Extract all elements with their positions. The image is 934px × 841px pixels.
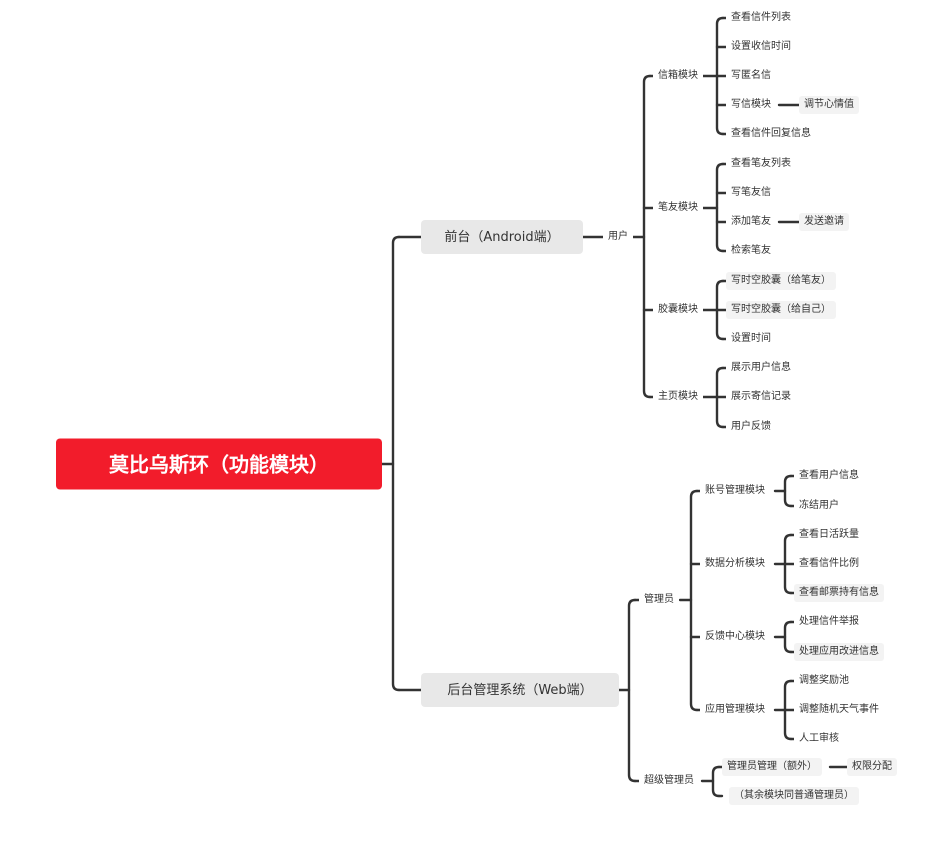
home-item-feedback[interactable]: 用户反馈: [726, 418, 776, 436]
user-connector-trunk: [642, 74, 652, 399]
super-item-others[interactable]: （其余模块同普通管理员）: [729, 787, 859, 805]
feedback-item-improvements[interactable]: 处理应用改进信息: [794, 643, 884, 661]
analytics-module[interactable]: 数据分析模块: [700, 555, 770, 573]
analytics-item-dau[interactable]: 查看日活跃量: [794, 526, 864, 544]
penpal-item-list[interactable]: 查看笔友列表: [726, 155, 796, 173]
penpal-item-add[interactable]: 添加笔友: [726, 213, 776, 231]
mailbox-write-mood[interactable]: 调节心情值: [799, 96, 859, 114]
analytics-item-stamps[interactable]: 查看邮票持有信息: [794, 584, 884, 602]
capsule-item-self[interactable]: 写时空胶囊（给自己）: [726, 301, 836, 319]
super-connector-trunk: [711, 765, 721, 798]
app-item-weather[interactable]: 调整随机天气事件: [794, 701, 884, 719]
home-item-userinfo[interactable]: 展示用户信息: [726, 359, 796, 377]
account-connector-trunk: [783, 474, 793, 508]
super-mgmt-permissions[interactable]: 权限分配: [847, 758, 897, 776]
account-module[interactable]: 账号管理模块: [700, 482, 770, 500]
account-item-userinfo[interactable]: 查看用户信息: [794, 467, 864, 485]
feedback-connector-trunk: [783, 620, 793, 654]
account-item-freeze[interactable]: 冻结用户: [794, 497, 844, 515]
super-admin-node[interactable]: 超级管理员: [639, 772, 699, 790]
backend-node[interactable]: 后台管理系统（Web端）: [421, 673, 619, 707]
backend-connector-trunk: [627, 598, 637, 783]
analytics-item-letter-ratio[interactable]: 查看信件比例: [794, 555, 864, 573]
app-item-rewards[interactable]: 调整奖励池: [794, 672, 854, 690]
capsule-module[interactable]: 胶囊模块: [653, 301, 703, 319]
mailbox-item-write[interactable]: 写信模块: [726, 96, 776, 114]
feedback-item-reports[interactable]: 处理信件举报: [794, 613, 864, 631]
root-node[interactable]: 莫比乌斯环（功能模块）: [56, 438, 382, 490]
penpal-item-search[interactable]: 检索笔友: [726, 242, 776, 260]
admin-connector-trunk: [689, 489, 699, 712]
mailbox-item-set-time[interactable]: 设置收信时间: [726, 38, 796, 56]
app-item-review[interactable]: 人工审核: [794, 730, 844, 748]
mailbox-item-anonymous[interactable]: 写匿名信: [726, 67, 776, 85]
penpal-add-invite[interactable]: 发送邀请: [799, 213, 849, 231]
feedback-module[interactable]: 反馈中心模块: [700, 628, 770, 646]
mailbox-item-list[interactable]: 查看信件列表: [726, 9, 796, 27]
mailbox-module[interactable]: 信箱模块: [653, 67, 703, 85]
penpal-item-write[interactable]: 写笔友信: [726, 184, 776, 202]
admin-node[interactable]: 管理员: [639, 591, 679, 609]
user-node[interactable]: 用户: [603, 228, 633, 246]
capsule-item-penpal[interactable]: 写时空胶囊（给笔友）: [726, 272, 836, 290]
frontend-node[interactable]: 前台（Android端）: [421, 220, 583, 254]
mailbox-item-replies[interactable]: 查看信件回复信息: [726, 125, 816, 143]
super-item-admin-mgmt[interactable]: 管理员管理（额外）: [722, 758, 822, 776]
capsule-item-time[interactable]: 设置时间: [726, 330, 776, 348]
penpal-connector-trunk: [715, 162, 725, 253]
home-module[interactable]: 主页模块: [653, 388, 703, 406]
penpal-module[interactable]: 笔友模块: [653, 199, 703, 217]
app-module[interactable]: 应用管理模块: [700, 701, 770, 719]
root-connector-trunk: [391, 235, 401, 692]
home-item-sent-records[interactable]: 展示寄信记录: [726, 388, 796, 406]
